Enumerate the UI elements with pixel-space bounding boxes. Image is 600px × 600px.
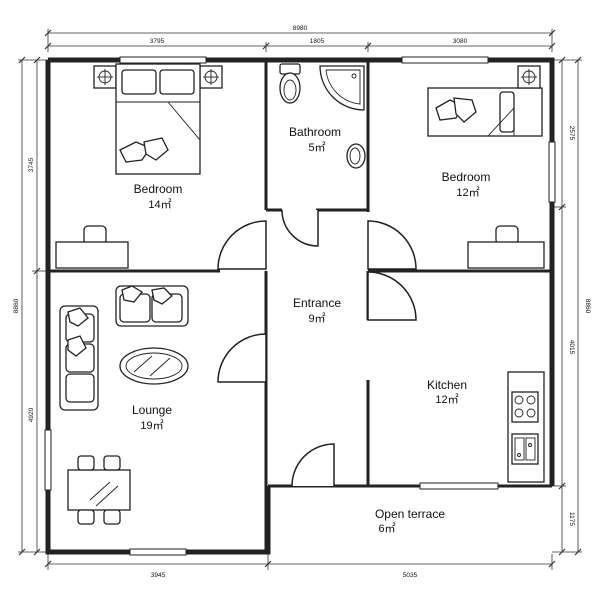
- coffee-table: [119, 347, 189, 385]
- door-bedroom-left: [217, 220, 267, 270]
- room-area-bathroom: 5㎡: [308, 141, 325, 154]
- kitchen-sink: [511, 433, 539, 465]
- dim-right-lower: 1175: [568, 512, 575, 526]
- room-area-bedroom-right: 12㎡: [456, 186, 479, 199]
- room-area-terrace: 6㎡: [378, 522, 395, 535]
- dim-bottom-right: 5035: [403, 572, 418, 579]
- shower-tray: [319, 65, 365, 111]
- windows: [44, 56, 556, 556]
- room-name-bathroom: Bathroom: [289, 125, 341, 139]
- room-name-entrance: Entrance: [293, 296, 341, 310]
- door-lounge: [217, 333, 267, 383]
- room-area-bedroom-left: 14㎡: [148, 198, 171, 211]
- bathroom-fixtures: [279, 63, 366, 169]
- room-area-kitchen: 12㎡: [435, 393, 458, 406]
- dining-chair: [103, 509, 121, 525]
- door-kitchen: [367, 271, 417, 321]
- toilet-bowl: [279, 72, 301, 104]
- dim-right-middle: 4015: [568, 340, 575, 355]
- kitchen-fixtures: [507, 371, 545, 483]
- room-labels: Bedroom 14㎡ Bathroom 5㎡ Bedroom 12㎡ Entr…: [132, 125, 490, 535]
- desk-left: [55, 241, 129, 269]
- dim-top-left: 3795: [150, 38, 165, 45]
- room-name-bedroom-right: Bedroom: [442, 170, 491, 184]
- dim-top-right: 3080: [453, 38, 468, 45]
- dim-left-upper: 3745: [28, 157, 35, 172]
- dim-right-total: 8860: [584, 299, 591, 314]
- doors: [217, 209, 417, 487]
- room-area-entrance: 9㎡: [308, 312, 325, 325]
- room-name-kitchen: Kitchen: [427, 378, 467, 392]
- dining-chair: [77, 455, 95, 471]
- dining-table: [67, 469, 131, 511]
- window-bedroom-left: [119, 56, 207, 64]
- door-bedroom-right: [367, 220, 417, 270]
- window-kitchen: [419, 482, 499, 490]
- desk-chair-left: [83, 225, 107, 245]
- window-lounge-bottom: [129, 548, 187, 556]
- dining-chair: [77, 509, 95, 525]
- dim-top-middle: 1805: [310, 38, 325, 45]
- stove: [511, 391, 539, 423]
- room-area-lounge: 19㎡: [140, 419, 163, 432]
- dim-top-total: 8980: [293, 25, 308, 32]
- dim-left-lower: 4920: [28, 407, 35, 422]
- desk-chair-right: [495, 225, 519, 245]
- bedroom-left-furniture: [55, 63, 223, 269]
- room-name-terrace: Open terrace: [375, 507, 445, 521]
- dim-bottom-left: 3945: [151, 572, 166, 579]
- dining-chair: [103, 455, 121, 471]
- desk-right: [467, 241, 545, 269]
- kitchen-counter: [507, 371, 545, 483]
- window-lounge-side: [44, 429, 52, 491]
- dim-left-total: 8860: [13, 298, 20, 313]
- room-name-lounge: Lounge: [132, 403, 172, 417]
- window-bedroom-right-top: [401, 56, 489, 64]
- dimension-lines: [18, 29, 582, 570]
- door-entrance: [291, 443, 335, 487]
- bedroom-right-furniture: [427, 65, 545, 269]
- lounge-furniture: [59, 285, 189, 525]
- room-name-bedroom-left: Bedroom: [134, 182, 183, 196]
- dimension-labels: 8980 3795 1805 3080 3945 5035 8860 3745 …: [13, 25, 591, 579]
- window-bedroom-right-side: [548, 141, 556, 203]
- door-bathroom: [281, 209, 319, 247]
- dim-right-upper: 2575: [568, 126, 575, 141]
